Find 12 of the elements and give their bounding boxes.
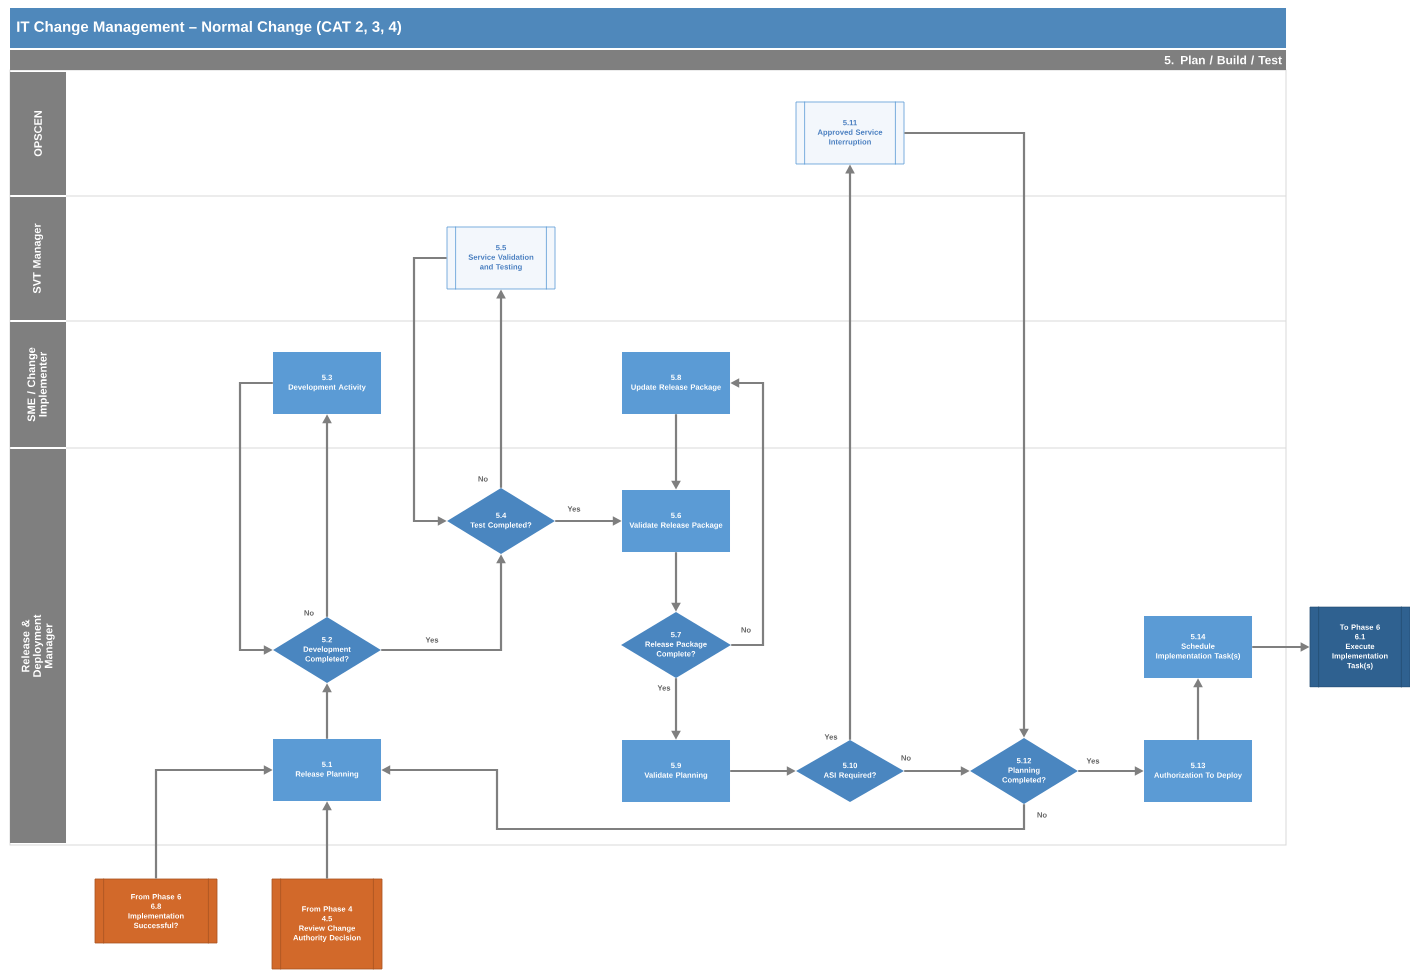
title-bar: IT Change Management – Normal Change (CAT 2, 3, 4) (10, 8, 1286, 48)
lane-header: SME / Change Implementer (10, 322, 66, 447)
lane-header: OPSCEN (10, 72, 66, 195)
arrow (238, 381, 273, 655)
node-label: SME / Change Implementer (27, 347, 49, 422)
lane-header: SVT Manager (10, 197, 66, 320)
node-label: SVT Manager (33, 223, 44, 294)
node-label: Release & Deployment Manager (21, 614, 55, 677)
lane-header: Release & Deployment Manager (10, 449, 66, 843)
arrow (412, 256, 447, 526)
phase-band: 5. Plan / Build / Test (10, 50, 1286, 70)
node-label: OPSCEN (34, 111, 42, 157)
